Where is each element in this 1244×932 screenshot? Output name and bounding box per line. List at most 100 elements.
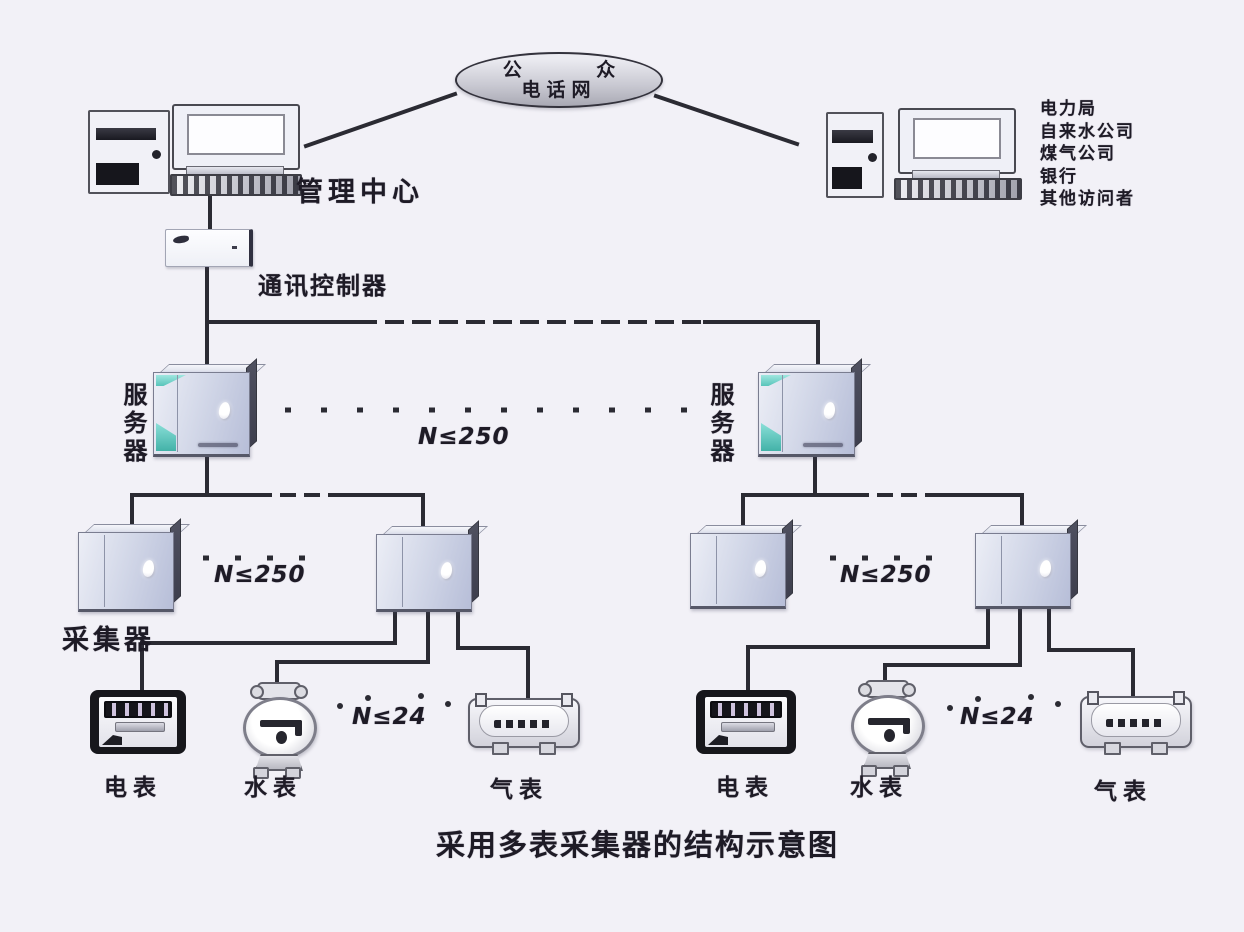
meter-foot <box>253 767 269 779</box>
external-access-item: 煤气公司 <box>1040 144 1116 164</box>
meter-screen <box>705 697 787 747</box>
meter-pipe <box>259 720 302 737</box>
box-front-face <box>376 534 472 612</box>
gas-meter-2 <box>1080 691 1192 755</box>
collector1b-device <box>376 520 489 612</box>
keyhole-mark <box>217 401 232 420</box>
meter-body <box>243 697 317 759</box>
meter-dial <box>275 730 287 744</box>
tower-band <box>96 128 156 140</box>
comm-controller-device <box>165 229 253 267</box>
keyhole-mark <box>753 559 768 578</box>
water-meter-label-1: 水表 <box>244 775 302 801</box>
tower-band <box>832 130 874 143</box>
tower-button <box>151 149 161 159</box>
server2-label: 服务器 <box>706 382 734 466</box>
link-network-to-center <box>303 91 458 149</box>
meter-dial <box>883 728 895 742</box>
meter-foot <box>285 767 301 779</box>
box-front-face <box>78 532 174 612</box>
meter-tab <box>1173 691 1185 705</box>
meter-tab <box>1087 691 1099 705</box>
external-access-item: 自来水公司 <box>1040 121 1135 142</box>
meter-digits <box>710 701 782 718</box>
meter-body <box>851 695 925 757</box>
network-label-line1: 公 众 <box>502 59 650 81</box>
collector1a-device <box>78 518 191 612</box>
water-meter-label-2: 水表 <box>850 775 908 801</box>
external-users-computer <box>826 104 1022 200</box>
keyhole-mark <box>439 560 454 580</box>
electric-meter-label-1: 电表 <box>104 775 162 801</box>
external-access-list: 电力局 自来水公司 煤气公司 银行 其他访问者 <box>1040 98 1240 211</box>
server1-device <box>153 358 267 457</box>
meter-foot <box>1103 742 1121 755</box>
brand-mark <box>802 443 843 447</box>
server1-label: 服务器 <box>119 382 147 466</box>
meter-foot <box>893 765 909 777</box>
teal-accent <box>761 423 781 451</box>
meter-wedge <box>102 735 122 745</box>
collector2a-device <box>690 519 803 609</box>
box-front-face <box>690 533 786 609</box>
meter-digits <box>104 701 172 718</box>
panel-line <box>104 535 106 607</box>
panel-line <box>781 375 783 452</box>
external-access-item: 电力局 <box>1040 99 1097 119</box>
dots-near-meter-counts <box>337 693 1061 711</box>
tower-button <box>868 152 878 162</box>
electric-meter-1 <box>90 690 186 754</box>
gas-meter-label-2: 气表 <box>1094 779 1152 805</box>
teal-accent <box>156 423 176 451</box>
external-access-item: 其他访问者 <box>1040 189 1135 209</box>
monitor-icon <box>898 108 1016 174</box>
comm-controller-label: 通讯控制器 <box>258 272 388 300</box>
external-access-item: 银行 <box>1040 166 1078 187</box>
management-center-label: 管理中心 <box>296 177 424 208</box>
keyhole-mark <box>1038 559 1053 578</box>
meter-cap <box>250 682 308 700</box>
diagram-title: 采用多表采集器的结构示意图 <box>436 828 840 862</box>
wire2-water <box>883 603 1022 686</box>
collector-label: 采集器 <box>62 625 155 656</box>
branch1-right <box>343 493 425 536</box>
meter-foot <box>1151 742 1169 755</box>
meter-bar <box>721 722 775 732</box>
modem-logo <box>172 234 190 245</box>
keyhole-mark <box>141 559 156 579</box>
wire1-water <box>275 606 430 688</box>
meter-tab <box>475 693 487 707</box>
link-network-to-users <box>653 93 800 147</box>
modem-led <box>232 246 237 249</box>
server2-device <box>758 358 872 457</box>
meter-digits <box>1105 719 1167 728</box>
meter-cap <box>858 680 916 698</box>
electric-meter-label-2: 电表 <box>716 775 774 801</box>
meter-count-note-2: N≤24 <box>960 704 1035 730</box>
panel-line <box>176 375 178 452</box>
monitor-screen <box>913 118 1001 159</box>
management-center-computer <box>88 104 302 196</box>
meter-tab <box>561 693 573 707</box>
meter-count-note-1: N≤24 <box>352 704 427 730</box>
box-front-face <box>758 372 855 457</box>
meter-foot <box>491 742 509 755</box>
wire2-gas <box>1047 603 1135 696</box>
meter-wedge <box>708 735 728 745</box>
water-meter-2 <box>849 680 925 777</box>
box-front-face <box>153 372 250 457</box>
wire2-electric <box>746 603 990 692</box>
branch1-left <box>130 493 260 534</box>
collector2b-device <box>975 519 1088 609</box>
panel-line <box>716 536 718 604</box>
meter-pipe <box>867 718 910 735</box>
meter-screen <box>99 697 177 747</box>
collector-count-note-1: N≤250 <box>214 562 306 588</box>
wire1-electric <box>140 606 397 692</box>
keyhole-mark <box>822 401 837 420</box>
bus-right <box>703 320 820 372</box>
printer-tower-icon <box>88 110 170 194</box>
meter-foot <box>861 765 877 777</box>
public-phone-network-node: 公 众 电话网 <box>455 52 663 108</box>
